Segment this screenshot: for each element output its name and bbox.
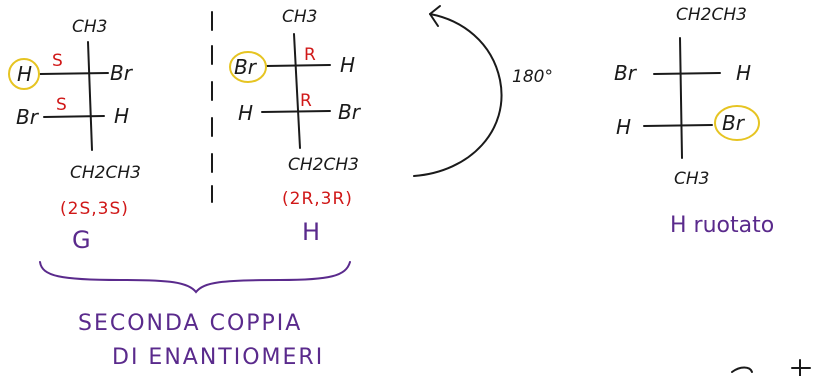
h-row1-bond xyxy=(265,64,331,67)
fischer-projection-g: CH3 H Br Br H S S CH2CH3 (2S,3S) G xyxy=(8,17,141,254)
h-row1-right: H xyxy=(340,53,355,77)
hr-top-group: CH2CH3 xyxy=(676,5,747,25)
g-row1-bond xyxy=(39,72,109,75)
g-row2-bond xyxy=(43,115,105,118)
g-row2-left: Br xyxy=(16,105,40,129)
rotation-arrow: 180° xyxy=(413,5,553,177)
rotation-curve xyxy=(413,13,503,177)
caption-line-2: DI ENANTIOMERI xyxy=(112,345,324,370)
h-row2-left: H xyxy=(238,101,253,125)
curly-brace-icon xyxy=(39,261,351,294)
caption-line-1: SECONDA COPPIA xyxy=(78,311,302,336)
h-row1-left: Br xyxy=(234,55,258,79)
fischer-projection-h: CH3 Br H H Br R R CH2CH3 (2R,3R) H xyxy=(229,7,362,246)
rotation-angle: 180° xyxy=(512,67,553,87)
g-highlight-h xyxy=(8,58,40,90)
hr-row2-right: Br xyxy=(722,111,746,135)
g-top-group: CH3 xyxy=(72,17,107,37)
h-c1-descriptor: R xyxy=(304,45,316,65)
g-configuration: (2S,3S) xyxy=(60,199,129,219)
h-top-group: CH3 xyxy=(282,7,317,27)
h-configuration: (2R,3R) xyxy=(282,189,353,209)
hr-row1-left: Br xyxy=(614,61,638,85)
g-row1-right: Br xyxy=(110,61,134,85)
g-c2-descriptor: S xyxy=(56,95,67,115)
g-vertical-bond xyxy=(87,41,93,151)
g-bottom-group: CH2CH3 xyxy=(70,163,141,183)
cropped-handwriting xyxy=(731,359,811,376)
hr-vertical-bond xyxy=(679,37,683,159)
hr-highlight-br xyxy=(714,105,760,141)
h-bottom-group: CH2CH3 xyxy=(288,155,359,175)
h-name: H xyxy=(302,218,320,246)
hr-bottom-group: CH3 xyxy=(674,169,709,189)
hr-row2-bond xyxy=(643,124,713,127)
h-row2-right: Br xyxy=(338,100,362,124)
g-row1-left: H xyxy=(17,62,32,86)
g-row2-right: H xyxy=(114,104,129,128)
hr-row1-right: H xyxy=(736,61,751,85)
hr-caption: H ruotato xyxy=(670,213,774,238)
fischer-projection-h-rotated: CH2CH3 Br H H Br CH3 H ruotato xyxy=(614,5,774,238)
hr-row2-left: H xyxy=(616,115,631,139)
h-c2-descriptor: R xyxy=(300,91,312,111)
g-name: G xyxy=(72,226,91,254)
enantiomer-pair-brace xyxy=(39,261,351,294)
arrow-head-icon xyxy=(429,5,441,27)
hr-row1-bond xyxy=(653,72,721,75)
g-c1-descriptor: S xyxy=(52,51,63,71)
h-highlight-br xyxy=(229,51,267,83)
h-row2-bond xyxy=(261,110,331,113)
h-vertical-bond xyxy=(293,33,301,149)
